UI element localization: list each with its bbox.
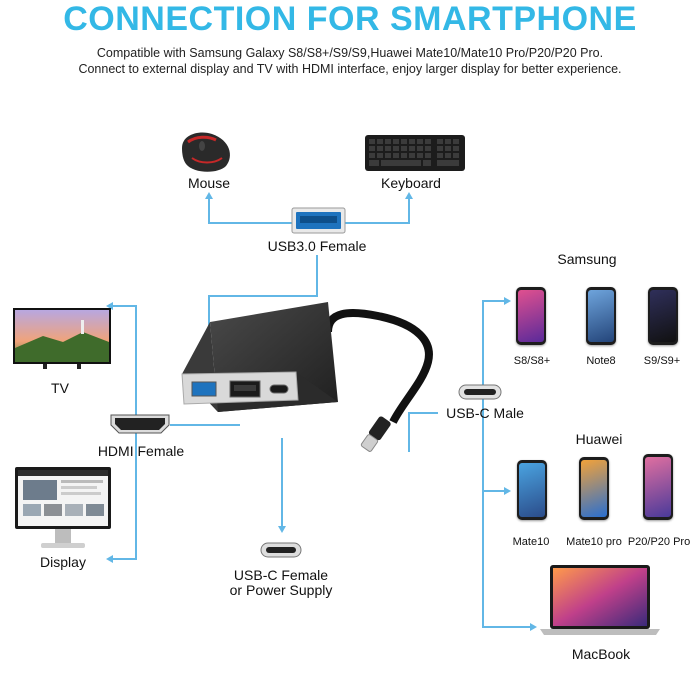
keyboard-label: Keyboard (381, 175, 441, 191)
line-usb-right (345, 222, 410, 224)
arrow-power (278, 526, 286, 533)
line-usbc-cable (408, 412, 410, 452)
usb-port-icon (291, 207, 346, 234)
mouse-icon (178, 128, 236, 176)
tv-label: TV (51, 380, 69, 396)
usbc-power-label-2: or Power Supply (229, 582, 333, 598)
keyboard-icon (365, 133, 465, 173)
line-tv (112, 305, 137, 307)
arrow-keyboard (405, 192, 413, 199)
compat-line: Compatible with Samsung Galaxy S8/S8+/S9… (96, 46, 604, 60)
samsung-model-2: Note8 (586, 355, 616, 367)
arrow-macbook (530, 623, 537, 631)
phone-s9-icon (648, 287, 678, 345)
line-usbc-link (408, 412, 438, 414)
hub-adapter-icon (178, 282, 438, 462)
hdmi-label: HDMI Female (97, 443, 185, 459)
line-power (281, 438, 283, 526)
usbc-male-label: USB-C Male (446, 405, 524, 421)
arrow-huawei (504, 487, 511, 495)
arrow-samsung (504, 297, 511, 305)
page-title: CONNECTION FOR SMARTPHONE (63, 0, 637, 38)
huawei-model-3: P20/P20 Pro (627, 536, 691, 548)
macbook-icon (540, 565, 660, 637)
samsung-title: Samsung (557, 251, 617, 267)
huawei-model-1: Mate10 (512, 536, 550, 548)
phone-p20-icon (643, 454, 673, 520)
line-usb-down (316, 255, 318, 295)
phone-mate10pro-icon (579, 457, 609, 520)
line-usb-hub (208, 295, 318, 297)
line-macbook (482, 626, 530, 628)
line-huawei (482, 490, 504, 492)
display-label: Display (40, 554, 86, 570)
arrow-mouse (205, 192, 213, 199)
macbook-label: MacBook (571, 646, 631, 662)
huawei-model-2: Mate10 pro (566, 536, 622, 548)
line-samsung (482, 300, 504, 302)
phone-mate10-icon (517, 460, 547, 520)
phone-s8-icon (516, 287, 546, 345)
arrow-display (106, 555, 113, 563)
samsung-model-1: S8/S8+ (513, 355, 551, 367)
tv-icon (13, 308, 111, 370)
line-hdmi-port (170, 424, 240, 426)
samsung-model-3: S9/S9+ (643, 355, 681, 367)
huawei-title: Huawei (575, 431, 623, 447)
display-icon (15, 467, 111, 551)
mouse-label: Mouse (187, 175, 231, 191)
usbc-male-icon (458, 384, 502, 400)
line-usb-left (208, 222, 292, 224)
hdmi-port-icon (109, 413, 171, 435)
usb3-label: USB3.0 Female (267, 238, 367, 254)
line-display (112, 558, 137, 560)
line-phones-vertical (482, 300, 484, 628)
usbc-power-label-1: USB-C Female (233, 567, 329, 583)
connect-line: Connect to external display and TV with … (78, 62, 622, 76)
phone-note8-icon (586, 287, 616, 345)
line-mouse (208, 197, 210, 224)
usbc-female-icon (260, 542, 302, 558)
line-keyboard (408, 197, 410, 224)
arrow-tv (106, 302, 113, 310)
